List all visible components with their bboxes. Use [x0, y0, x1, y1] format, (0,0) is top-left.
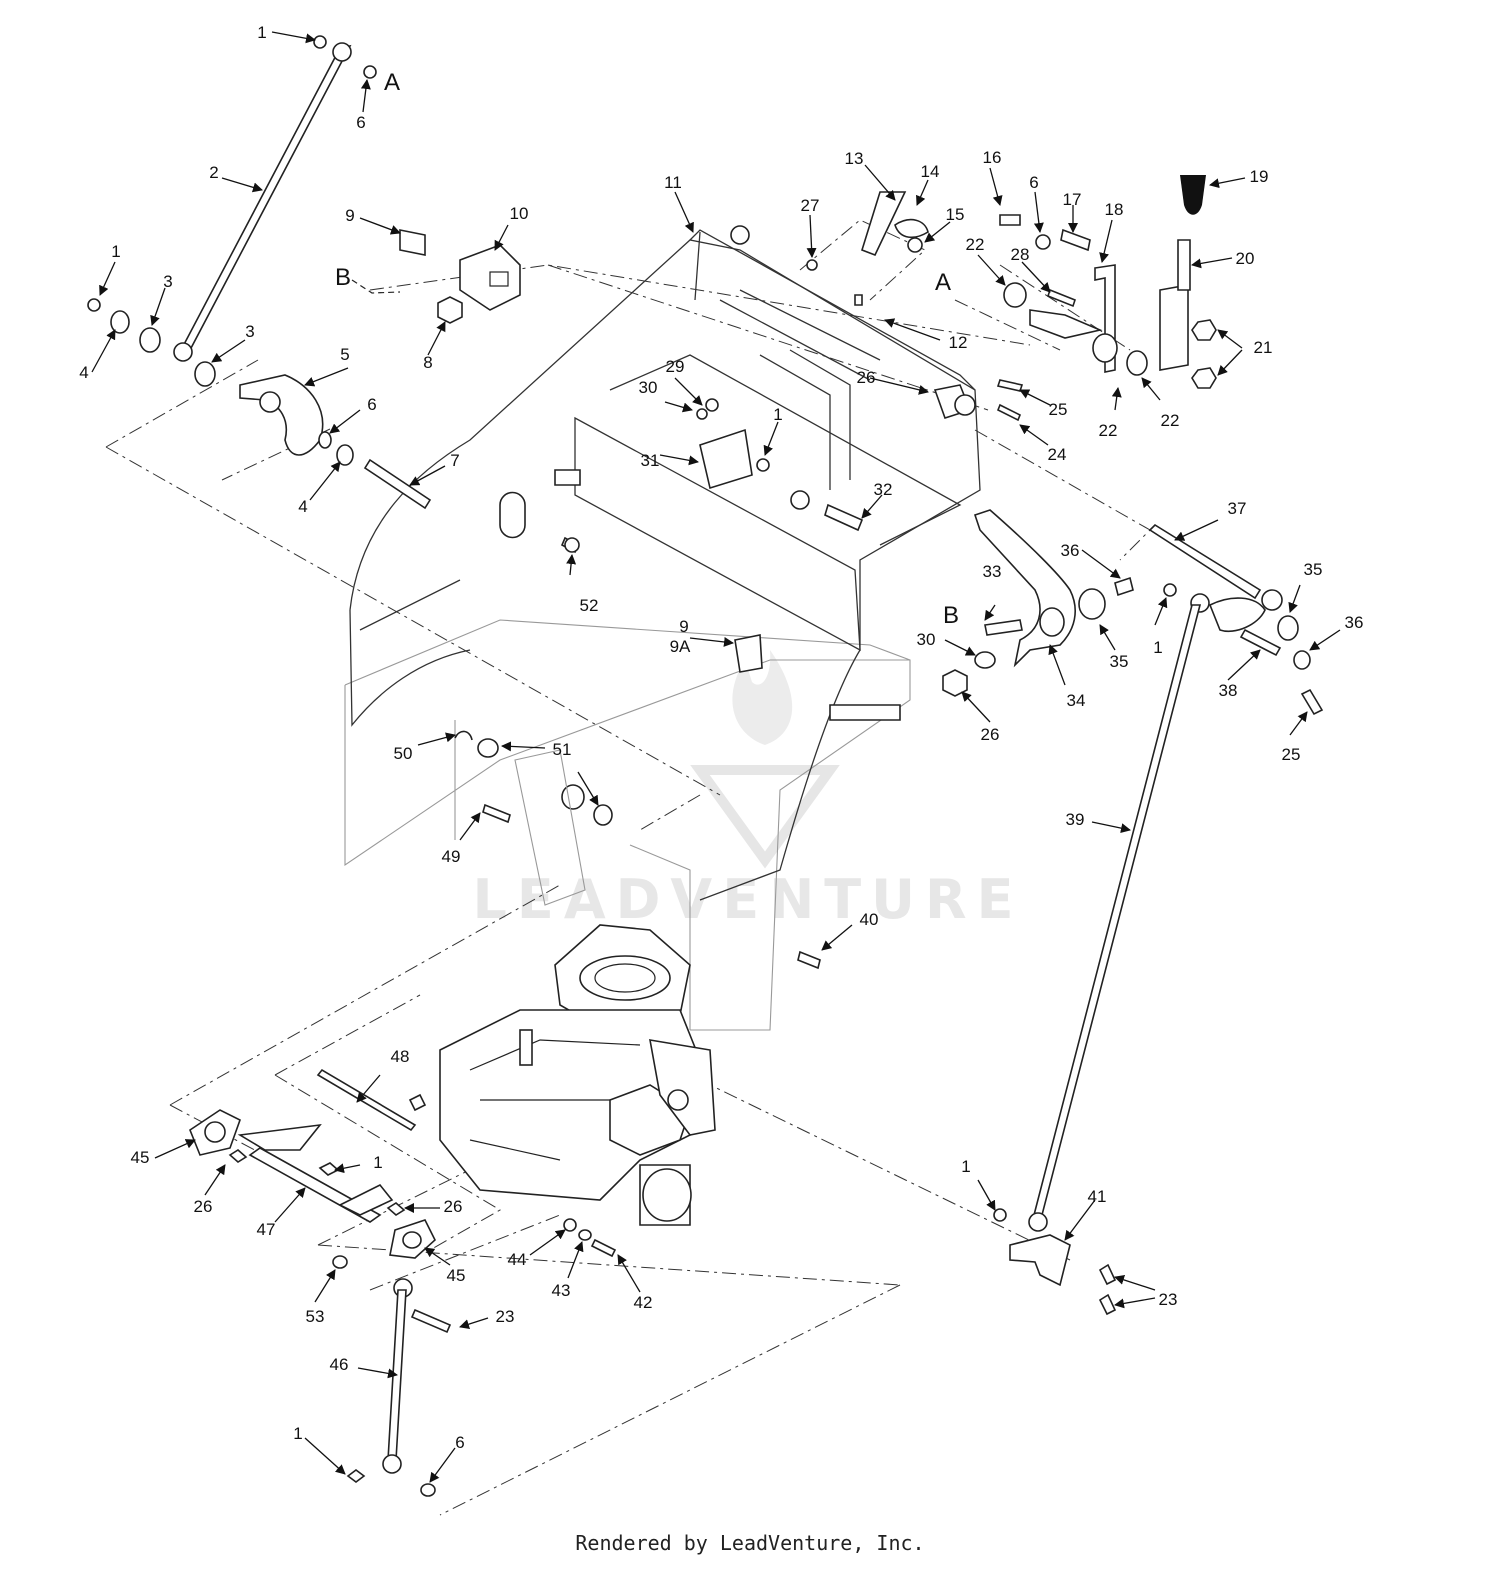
callout: 1 [1153, 638, 1162, 657]
callout: 17 [1063, 190, 1082, 209]
callout: 51 [553, 740, 572, 759]
callout: 22 [1099, 421, 1118, 440]
callout: 1 [111, 242, 120, 261]
callout: 30 [917, 630, 936, 649]
callout: 40 [860, 910, 879, 929]
callout: 38 [1219, 681, 1238, 700]
callout: 6 [356, 113, 365, 132]
callout: 14 [921, 162, 940, 181]
callout: 8 [423, 353, 432, 372]
leader-lines [91, 31, 1341, 1483]
callout: 41 [1088, 1187, 1107, 1206]
reference-letter-b-right: B [943, 602, 959, 629]
callout: 39 [1066, 810, 1085, 829]
assembly-drawing [87, 31, 1341, 1516]
callout: 5 [340, 345, 349, 364]
callout: 45 [447, 1266, 466, 1285]
callout: 19 [1250, 167, 1269, 186]
callout: 3 [163, 272, 172, 291]
callout: 1 [293, 1424, 302, 1443]
callout: 6 [1029, 173, 1038, 192]
callout: 44 [508, 1250, 527, 1269]
rendered-by-footer: Rendered by LeadVenture, Inc. [575, 1531, 925, 1555]
callout: 1 [257, 23, 266, 42]
callout: 26 [981, 725, 1000, 744]
callout: 9A [670, 637, 691, 656]
callout: 4 [79, 363, 88, 382]
callout: 47 [257, 1220, 276, 1239]
callout: 34 [1067, 691, 1086, 710]
reference-letters: A B A B [335, 69, 959, 629]
callout: 6 [367, 395, 376, 414]
watermark-logo: LEADVENTURE [473, 650, 1024, 931]
callout: 42 [634, 1293, 653, 1312]
reference-letter-a-top: A [384, 69, 400, 96]
callout: 10 [510, 204, 529, 223]
reference-letter-a-right: A [935, 269, 951, 296]
callout: 36 [1061, 541, 1080, 560]
callout: 2 [209, 163, 218, 182]
reference-letter-b-left: B [335, 264, 351, 291]
callout: 32 [874, 480, 893, 499]
callout: 26 [444, 1197, 463, 1216]
callout: 37 [1228, 499, 1247, 518]
callout: 50 [394, 744, 413, 763]
transaxle [316, 924, 716, 1226]
callout: 29 [666, 357, 685, 376]
callout: 31 [641, 451, 660, 470]
callout: 26 [857, 368, 876, 387]
callout: 25 [1282, 745, 1301, 764]
callout: 1 [961, 1157, 970, 1176]
callout: 4 [298, 497, 307, 516]
callout: 33 [983, 562, 1002, 581]
callout: 15 [946, 205, 965, 224]
callout: 18 [1105, 200, 1124, 219]
callout: 35 [1304, 560, 1323, 579]
watermark-text: LEADVENTURE [473, 868, 1024, 931]
callout: 22 [966, 235, 985, 254]
callout: 16 [983, 148, 1002, 167]
callout: 25 [1049, 400, 1068, 419]
callout: 36 [1345, 613, 1364, 632]
callout: 49 [442, 847, 461, 866]
callout: 22 [1161, 411, 1180, 430]
callout: 27 [801, 196, 820, 215]
callout: 23 [496, 1307, 515, 1326]
callout: 43 [552, 1281, 571, 1300]
callout: 52 [580, 596, 599, 615]
callout: 35 [1110, 652, 1129, 671]
callout: 26 [194, 1197, 213, 1216]
callout: 28 [1011, 245, 1030, 264]
callout: 24 [1048, 445, 1067, 464]
callout: 11 [664, 173, 682, 192]
callout: 3 [245, 322, 254, 341]
callout: 20 [1236, 249, 1255, 268]
callout: 21 [1254, 338, 1273, 357]
callout: 46 [330, 1355, 349, 1374]
callout: 45 [131, 1148, 150, 1167]
callout: 12 [949, 333, 968, 352]
callout: 1 [773, 405, 782, 424]
callout: 53 [306, 1307, 325, 1326]
callout: 1 [373, 1153, 382, 1172]
callout-labels: 1 1 1 1 1 1 1 2 3 3 4 4 5 6 6 6 6 7 8 9 … [79, 23, 1363, 1452]
callout: 6 [455, 1433, 464, 1452]
callout: 23 [1159, 1290, 1178, 1309]
callout: 7 [450, 451, 459, 470]
callout: 48 [391, 1047, 410, 1066]
callout: 13 [845, 149, 864, 168]
callout: 9 [345, 206, 354, 225]
callout: 9 [679, 617, 688, 636]
callout: 30 [639, 378, 658, 397]
